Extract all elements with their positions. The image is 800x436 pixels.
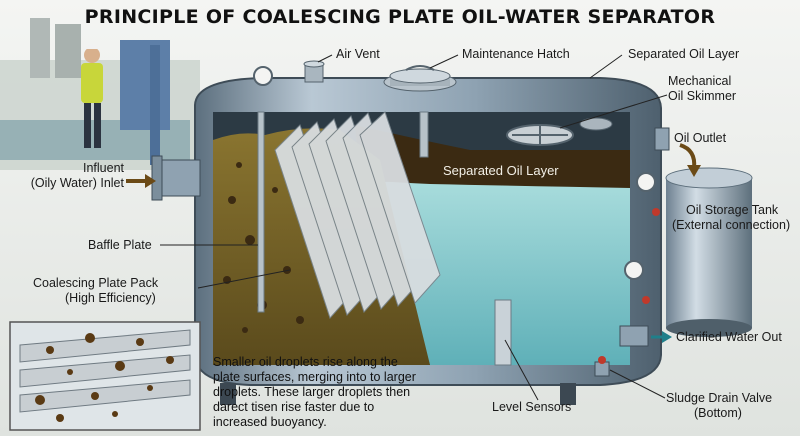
label-skimmer-line1: Mechanical [668,74,732,88]
label-separated-oil-layer-inner: Separated Oil Layer [443,163,559,178]
label-sludge-line1: Sludge Drain Valve [666,391,773,405]
label-maintenance-hatch: Maintenance Hatch [462,47,570,61]
label-oil-storage-line1: Oil Storage Tank [686,203,779,217]
label-influent-line2: (Oily Water) Inlet [30,176,124,190]
label-air-vent: Air Vent [336,47,380,61]
label-baffle-plate: Baffle Plate [88,238,152,252]
label-level-sensors: Level Sensors [492,400,572,414]
label-sludge-line2: (Bottom) [694,406,742,420]
label-separated-oil-layer-top: Separated Oil Layer [628,47,740,61]
page-title: PRINCIPLE OF COALESCING PLATE OIL-WATER … [84,6,716,28]
description-text: Smaller oil droplets rise along the plat… [213,355,416,429]
label-oil-outlet: Oil Outlet [674,131,727,145]
label-skimmer-line2: Oil Skimmer [668,89,737,103]
label-influent-line1: Influent [82,161,124,175]
label-coalescing-line1: Coalescing Plate Pack [33,276,159,290]
label-coalescing-line2: (High Efficiency) [65,291,156,305]
label-oil-storage-line2: (External connection) [672,218,791,232]
label-clarified-water: Clarified Water Out [676,330,782,344]
